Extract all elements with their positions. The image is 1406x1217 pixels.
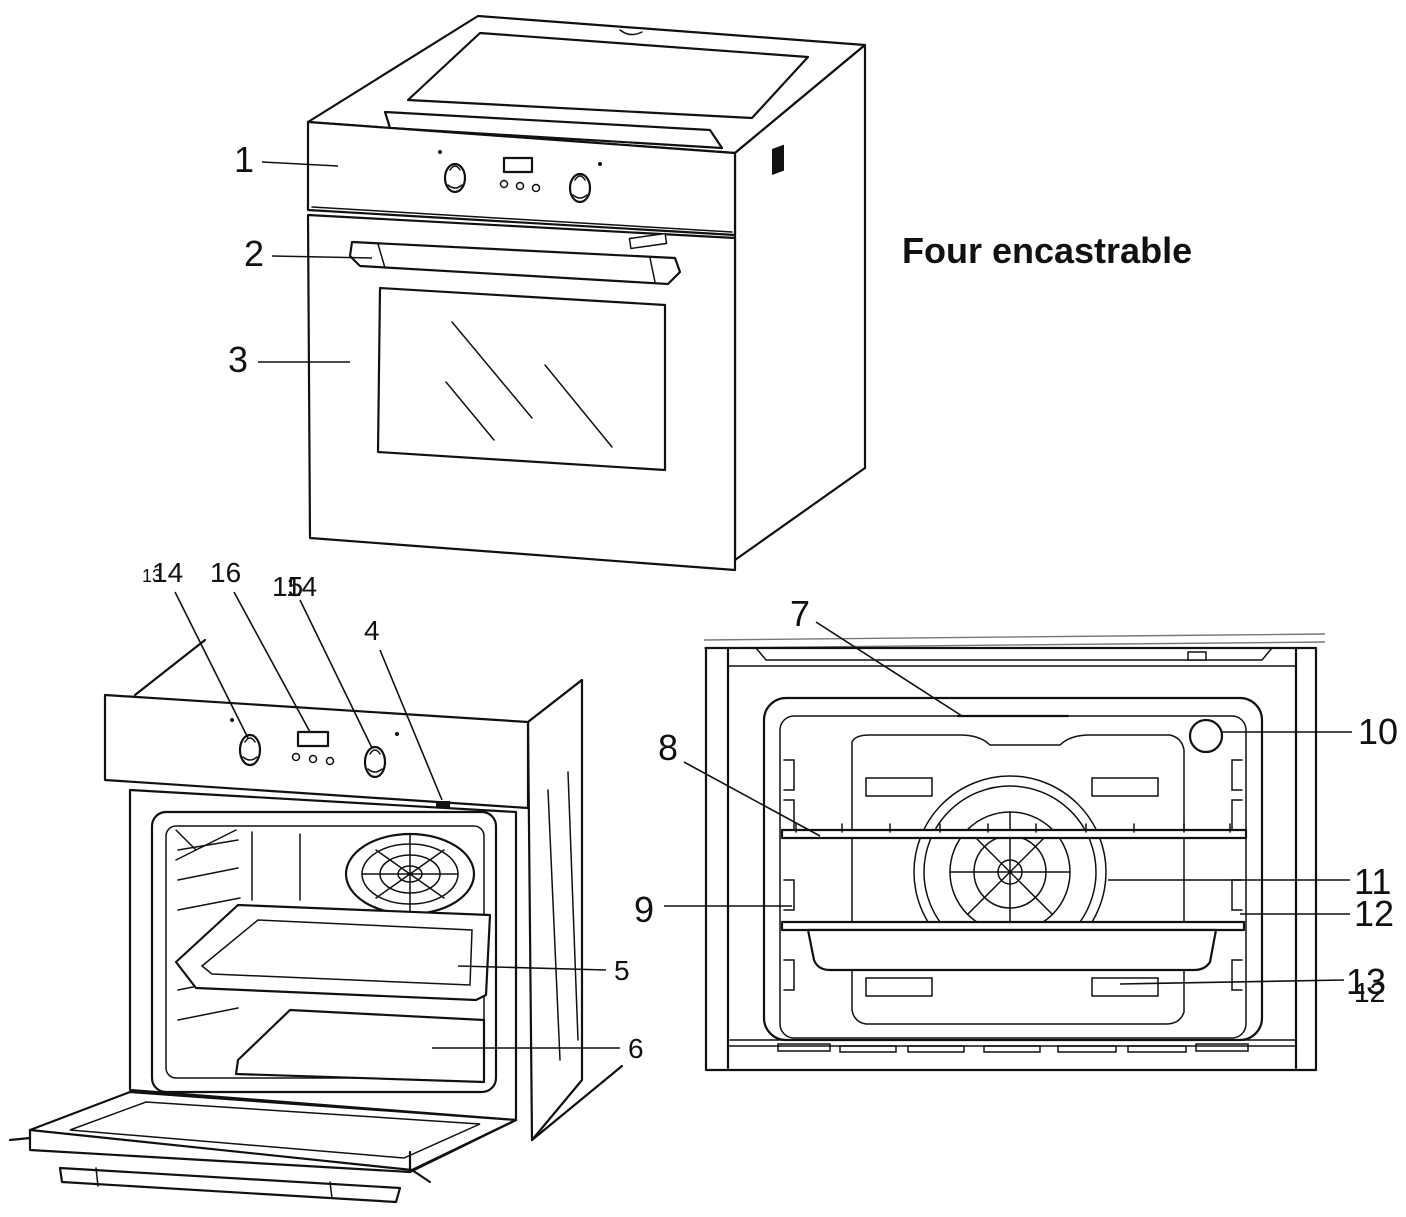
leader-2 [271,255,373,259]
knob-right-icon [568,172,592,204]
leader-13 [1119,979,1345,985]
callout-2: 2 [244,233,264,274]
tray-rail [780,920,1246,932]
oven-floor-panel [234,1008,486,1084]
callout-14: 14 [152,557,183,588]
knob-left-icon [443,162,467,194]
callout-15: 15 [272,571,303,602]
control-panel [306,120,737,237]
oven-closed-illustration: 1 2 3 [228,14,867,572]
leader-14 [174,591,249,739]
control-panel-open [103,693,530,810]
callout-13: 13 [1346,961,1386,1002]
wire-rack [780,828,1248,840]
oven-interior-front-illustration: 7 10 8 9 11 12 13 12 [634,593,1398,1072]
callout-16: 16 [210,557,241,588]
oven-top-panel [406,31,810,120]
leader-7 [815,621,963,717]
leader-5 [457,965,607,971]
callout-7: 7 [790,593,810,634]
callout-13-overlay: 12 [1354,977,1385,1008]
knob-left-open-icon [238,733,262,767]
callout-11: 11 [1354,861,1391,902]
leader-1 [261,161,339,167]
oven-open-side [526,678,584,1142]
drip-tray [806,928,1218,972]
callout-5: 5 [614,955,630,986]
callout-14-overlay: 13 [142,566,162,586]
callout-8: 8 [658,727,678,768]
display-open-icon [296,730,330,748]
oven-top-rail [383,110,724,150]
oven-window [376,286,667,472]
diagram-title: Four encastrable [902,230,1192,271]
display-icon [502,156,534,174]
door-latch-icon [628,232,668,250]
knob-right-open-icon [363,745,387,779]
callout-1: 1 [234,139,254,180]
leader-15 [299,599,373,749]
oven-lamp-icon [1188,718,1224,754]
leader-4 [379,649,443,801]
door-switch-icon [436,801,450,809]
callout-4: 4 [364,615,380,646]
door-handle [348,240,682,286]
fan-cover-icon [344,832,476,916]
callout-9: 9 [634,889,654,930]
callout-10: 10 [1358,711,1398,752]
callout-15-overlay: 14 [286,571,317,602]
leader-16 [233,591,311,733]
callout-6: 6 [628,1033,644,1064]
open-door-handle [58,1166,402,1204]
back-panel [851,734,1185,1025]
callout-3: 3 [228,339,248,380]
baking-tray [174,903,492,1002]
oven-open-illustration: 13 14 16 15 14 4 5 6 [8,557,644,1204]
leader-8 [683,761,821,837]
oven-top-notch [619,29,643,36]
callout-12: 12 [1354,893,1394,934]
side-vent-icon [772,144,784,176]
